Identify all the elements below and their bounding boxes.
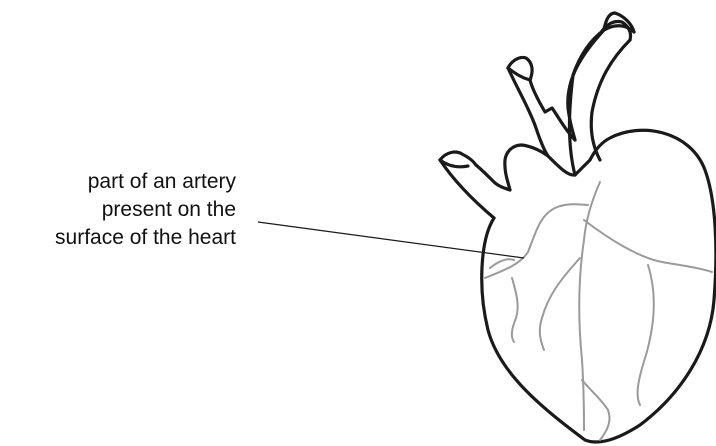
artery-label-line-3: surface of the heart xyxy=(0,224,236,252)
artery-label: part of an artery present on the surface… xyxy=(0,168,236,252)
artery-label-line-2: present on the xyxy=(0,196,236,224)
coronary-arteries xyxy=(485,182,712,440)
heart-outline-icon xyxy=(440,13,716,442)
artery-label-line-1: part of an artery xyxy=(0,168,236,196)
